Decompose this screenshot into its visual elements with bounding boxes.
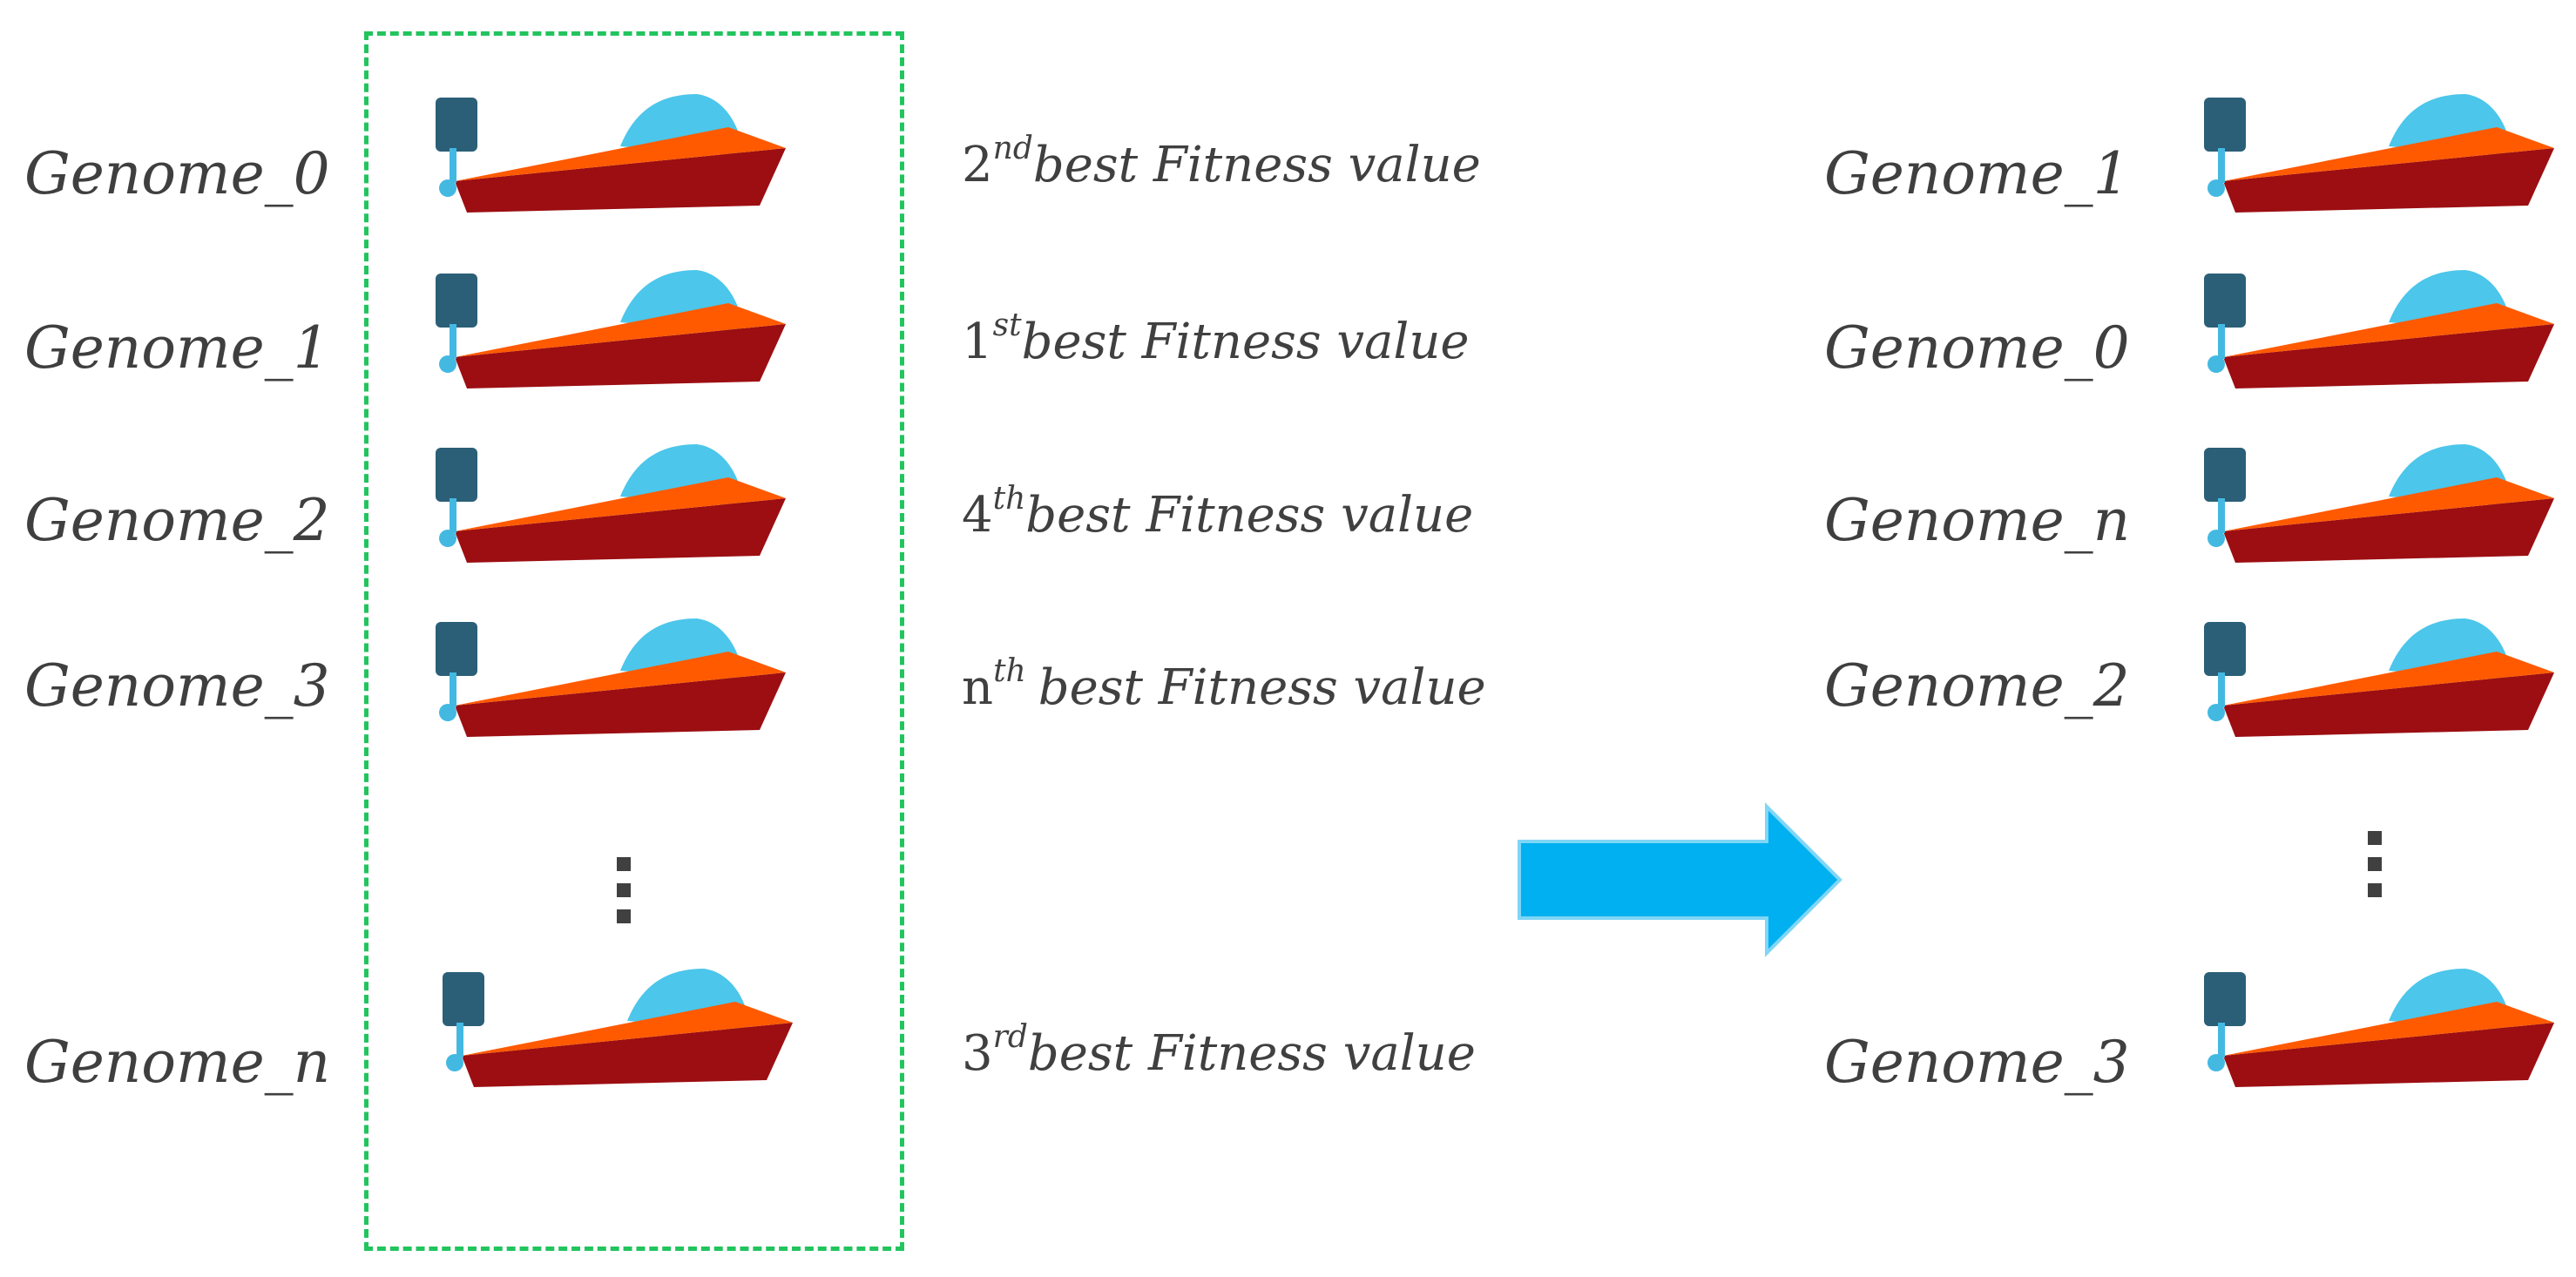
speedboat-icon — [2204, 94, 2554, 213]
selection-box — [364, 31, 904, 1251]
speedboat-icon — [436, 444, 786, 563]
genome-label: Genome_2 — [24, 487, 330, 554]
sorted-genome-label: Genome_1 — [1824, 140, 2130, 207]
speedboat-icon — [2204, 444, 2554, 563]
fitness-value: 1stbest Fitness value — [962, 307, 1470, 370]
sorted-genome-label: Genome_2 — [1824, 652, 2130, 720]
speedboat-icon — [2204, 969, 2554, 1087]
fitness-value: 2ndbest Fitness value — [962, 131, 1481, 193]
speedboat-icon — [436, 618, 786, 737]
fitness-value: 3rdbest Fitness value — [962, 1019, 1476, 1082]
genome-label: Genome_n — [24, 1029, 331, 1096]
vertical-ellipsis-icon — [2368, 831, 2385, 909]
right-arrow-icon — [1518, 802, 1842, 957]
genome-label: Genome_1 — [24, 314, 330, 382]
fitness-value: 4thbest Fitness value — [962, 481, 1474, 544]
genome-label: Genome_3 — [24, 652, 330, 720]
speedboat-icon — [436, 94, 786, 213]
genome-label: Genome_0 — [24, 140, 330, 207]
speedboat-icon — [2204, 618, 2554, 737]
speedboat-icon — [443, 969, 793, 1087]
vertical-ellipsis-icon — [617, 857, 634, 936]
speedboat-icon — [2204, 270, 2554, 389]
sorted-genome-label: Genome_n — [1824, 487, 2131, 554]
sorted-genome-label: Genome_3 — [1824, 1029, 2130, 1096]
speedboat-icon — [436, 270, 786, 389]
sorted-genome-label: Genome_0 — [1824, 314, 2130, 382]
